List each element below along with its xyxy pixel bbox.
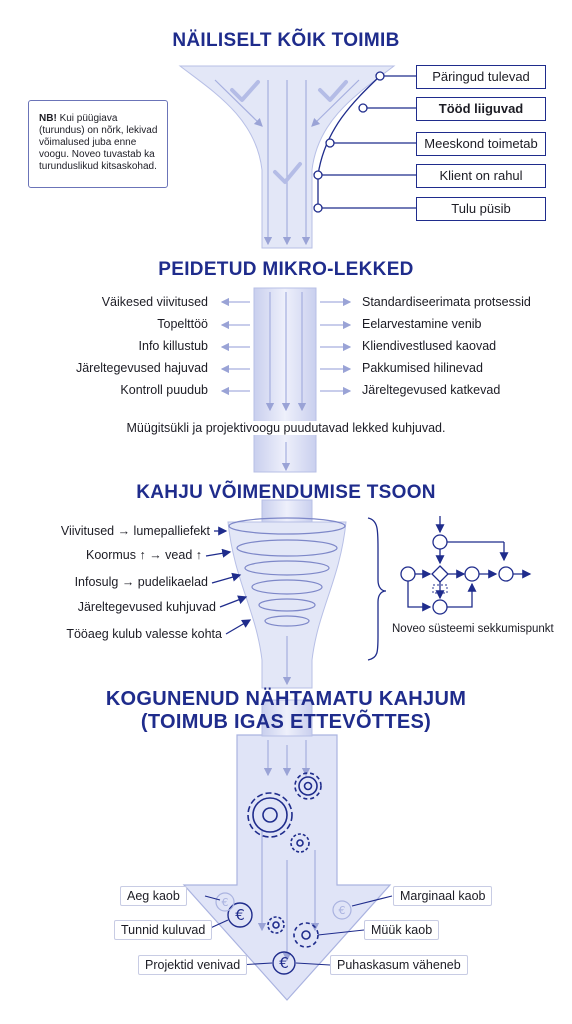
- leak-left-item: Väikesed viivitused: [101, 295, 208, 309]
- svg-text:€: €: [279, 954, 289, 972]
- loss-right-item: Puhaskasum väheneb: [330, 955, 468, 975]
- heading-hidden-micro-leaks: PEIDETUD MIKRO-LEKKED: [158, 259, 414, 280]
- loss-left-item: Projektid venivad: [138, 955, 248, 975]
- leak-left-item: Kontroll puudub: [120, 383, 208, 397]
- amplify-item: Koormus ↑ → vead ↑: [85, 548, 202, 562]
- nb-note-text: Kui püügiava (turundus) on nõrk, lekivad…: [39, 113, 158, 172]
- svg-text:€: €: [339, 904, 346, 917]
- loss-left-item: Tunnid kuluvad: [114, 920, 213, 940]
- amplify-item: Tööaeg kulub valesse kohta: [66, 627, 222, 641]
- intervention-label: Noveo süsteemi sekkumispunkt: [392, 623, 554, 635]
- stage-box-client-happy: Klient on rahul: [416, 164, 546, 188]
- loss-right-item: Marginaal kaob: [393, 886, 493, 906]
- stage-box-inquiries: Päringud tulevad: [416, 65, 546, 89]
- amplify-item: Infosulg → pudelikaelad: [74, 575, 208, 589]
- leak-pipe: [253, 287, 317, 473]
- heading-appears-working: NÄILISELT KÕIK TOIMIB: [172, 30, 400, 51]
- stage-box-work-moves: Tööd liiguvad: [416, 97, 546, 121]
- nb-note-bold: NB!: [39, 113, 57, 124]
- loss-left-item: Aeg kaob: [120, 886, 187, 906]
- stage-box-revenue-stable: Tulu püsib: [416, 197, 546, 221]
- leak-left-item: Info killustub: [138, 339, 208, 353]
- leak-right-item: Standardiseerimata protsessid: [362, 295, 531, 309]
- heading-accumulated-subtitle: (TOIMUB IGAS ETTEVÕTTES): [140, 711, 432, 733]
- loss-right-item: Müük kaob: [364, 920, 440, 940]
- heading-damage-amplification-zone: KAHJU VÕIMENDUMISE TSOON: [136, 482, 436, 503]
- leak-right-item: Kliendivestlused kaovad: [362, 339, 497, 353]
- svg-text:€: €: [222, 896, 229, 909]
- stage-box-team-works: Meeskond toimetab: [416, 132, 546, 156]
- amplify-item: Viivitused → lumepalliefekt: [60, 524, 210, 538]
- leaks-caption: Müügitsükli ja projektivoogu puudutavad …: [0, 421, 572, 435]
- amplify-item: Järeltegevused kuhjuvad: [77, 600, 216, 614]
- leaks-caption-text: Müügitsükli ja projektivoogu puudutavad …: [122, 421, 450, 435]
- nb-note: NB! Kui püügiava (turundus) on nõrk, lek…: [28, 100, 168, 188]
- leak-right-item: Pakkumised hilinevad: [362, 361, 483, 375]
- heading-accumulated-invisible-loss: KOGUNENUD NÄHTAMATU KAHJUM: [105, 688, 467, 710]
- leak-left-item: Järeltegevused hajuvad: [75, 361, 208, 375]
- leak-right-item: Järeltegevused katkevad: [362, 383, 501, 397]
- leak-right-item: Eelarvestamine venib: [362, 317, 482, 331]
- intervention-flowchart: [400, 516, 532, 615]
- svg-text:€: €: [235, 906, 245, 924]
- leak-left-item: Topelttöö: [157, 317, 208, 331]
